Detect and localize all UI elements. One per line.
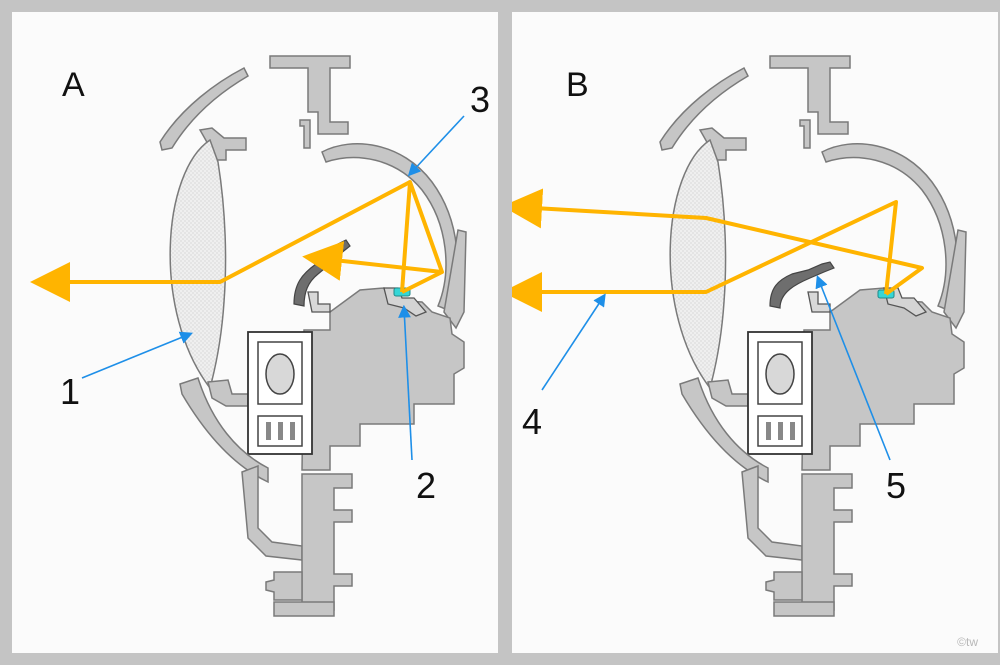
callout-3: 3 xyxy=(470,79,490,120)
leader-line-5 xyxy=(815,275,891,461)
headlight-housing-b xyxy=(659,55,967,617)
panel-b-high-beam: B 4 5 xyxy=(512,12,998,653)
shutter-raised xyxy=(293,239,351,307)
callout-1: 1 xyxy=(60,371,80,412)
panel-title-b: B xyxy=(566,66,589,104)
callout-5: 5 xyxy=(886,465,906,506)
light-ray-reflected-to-shutter xyxy=(302,180,444,293)
leader-line-4 xyxy=(541,293,606,391)
panel-a-low-beam: A 1 2 3 xyxy=(12,12,498,653)
light-ray-output-a xyxy=(30,180,411,302)
shutter-lowered xyxy=(769,261,835,309)
copyright-mark: ©tw xyxy=(957,635,978,649)
light-ray-led-to-reflector-a xyxy=(401,270,443,294)
leader-line-2 xyxy=(398,304,413,461)
callout-4: 4 xyxy=(522,401,542,442)
callout-2: 2 xyxy=(416,465,436,506)
headlight-housing-a xyxy=(159,55,467,617)
panel-a-drawing: A 1 2 3 xyxy=(30,55,490,617)
light-ray-output-upper xyxy=(512,188,924,296)
leader-line-1 xyxy=(81,331,193,379)
leader-line-3 xyxy=(407,115,465,177)
panel-title-a: A xyxy=(62,66,85,104)
light-ray-output-lower xyxy=(512,200,898,312)
panel-b-drawing: B 4 5 xyxy=(512,55,967,617)
